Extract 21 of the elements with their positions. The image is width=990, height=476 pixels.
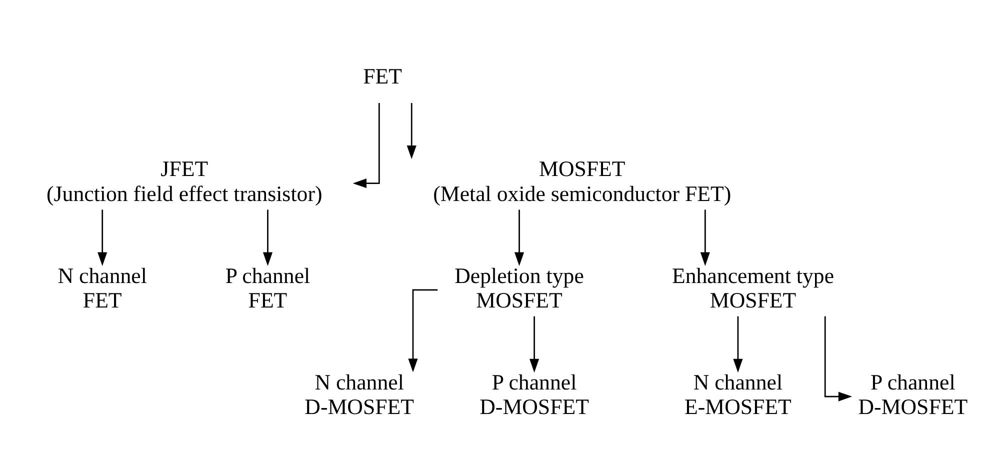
node-text: P channel D-MOSFET [480, 370, 589, 420]
arrow [352, 103, 380, 188]
arrow [406, 103, 416, 160]
node-text: JFET (Junction field effect transistor) [46, 157, 322, 206]
node-text: FET [363, 64, 402, 88]
node-text: P channel D-MOSFET [858, 370, 968, 420]
node-text: Depletion type MOSFET [454, 264, 584, 312]
node-text: N channel FET [58, 264, 147, 312]
arrow [530, 316, 540, 373]
arrow [514, 210, 524, 266]
node-text: N channel D-MOSFET [304, 370, 414, 420]
node-text: Enhancement type MOSFET [672, 264, 834, 312]
arrow [408, 289, 438, 372]
arrow [733, 316, 743, 373]
arrow [824, 316, 852, 402]
arrow [700, 210, 710, 266]
arrow [262, 210, 273, 266]
node-text: N channel E-MOSFET [684, 370, 792, 420]
arrow [98, 210, 108, 266]
node-text: MOSFET (Metal oxide semiconductor FET) [433, 157, 732, 206]
node-text: P channel FET [225, 264, 310, 312]
